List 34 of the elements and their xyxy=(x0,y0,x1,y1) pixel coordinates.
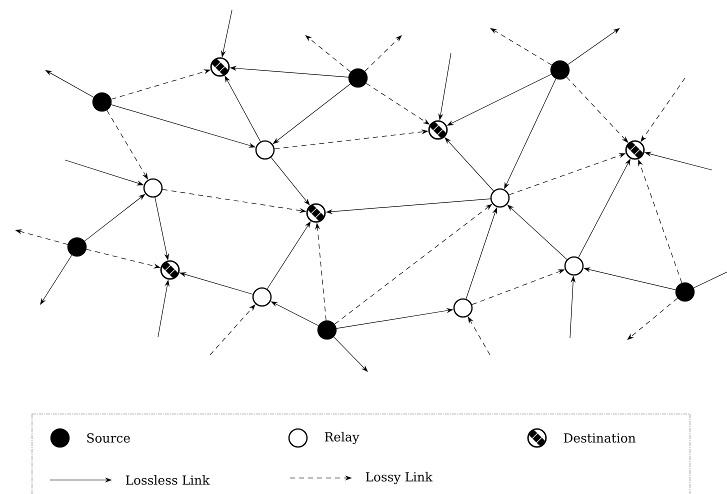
source-node xyxy=(67,237,87,257)
legend-label: Destination xyxy=(564,433,636,443)
destination-node xyxy=(306,203,326,223)
arrow xyxy=(568,28,620,65)
source-node xyxy=(550,60,570,80)
source-node xyxy=(317,320,337,340)
relay-node xyxy=(490,188,510,208)
destination-node xyxy=(428,120,448,140)
arrow xyxy=(507,204,568,260)
relay-node xyxy=(564,256,584,276)
legend-label: Relay xyxy=(324,432,360,444)
arrow xyxy=(364,35,402,72)
source-node xyxy=(675,282,695,302)
arrow xyxy=(566,76,628,143)
arrow xyxy=(627,298,678,340)
arrow xyxy=(305,35,351,72)
legend-label: Lossless Link xyxy=(126,475,210,485)
destination-node xyxy=(625,140,645,160)
arrow xyxy=(40,254,72,305)
arrow xyxy=(45,70,94,98)
legend-label: Source xyxy=(87,433,130,443)
arrow xyxy=(490,28,552,66)
destination-node xyxy=(160,260,180,280)
relay-node xyxy=(143,178,163,198)
relay-node xyxy=(252,287,272,307)
arrow xyxy=(333,336,368,372)
relay-node xyxy=(255,140,275,160)
source-node xyxy=(348,68,368,88)
arrow xyxy=(444,137,494,192)
arrow xyxy=(270,157,310,206)
source-node xyxy=(92,92,112,112)
legend-label: Lossy Link xyxy=(366,472,433,484)
relay-node xyxy=(453,298,473,318)
destination-node xyxy=(210,57,230,77)
